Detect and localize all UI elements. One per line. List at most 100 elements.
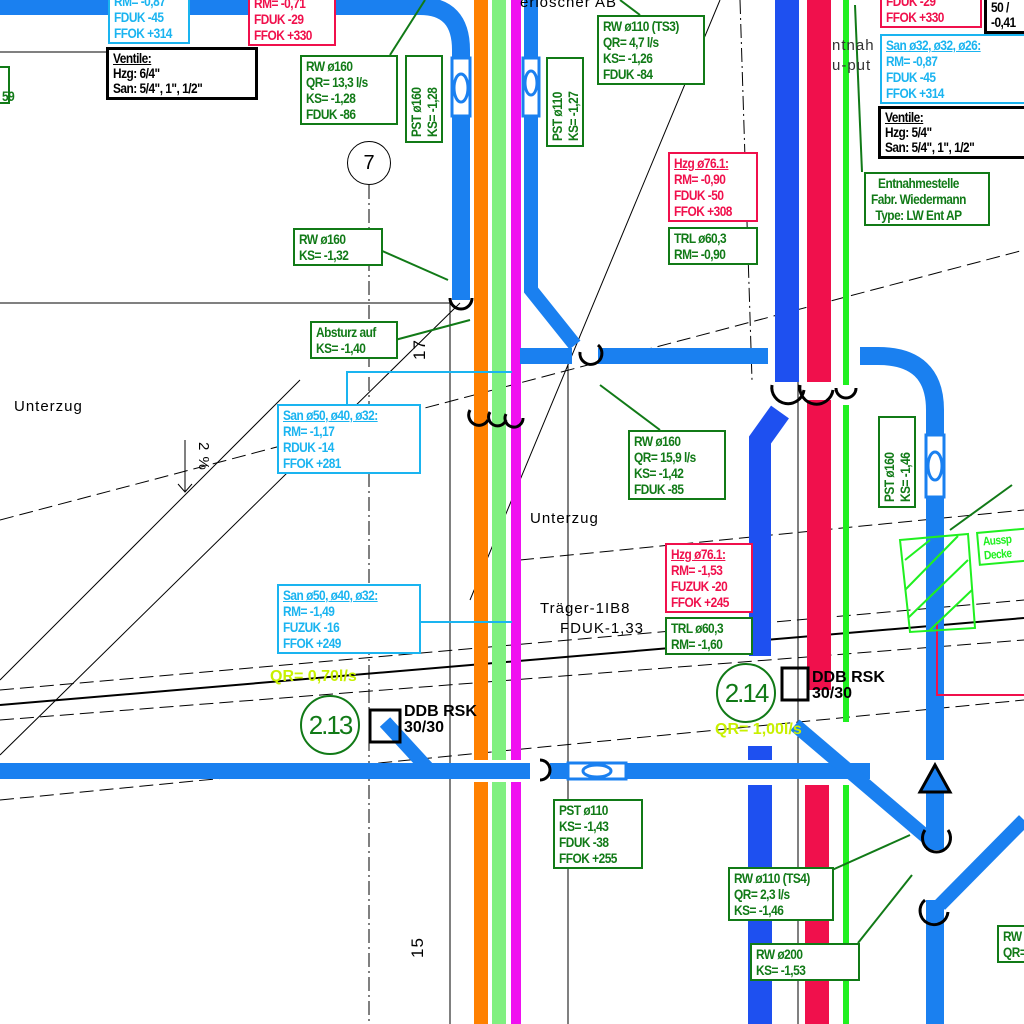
label-line: RM= -0,90 (674, 246, 726, 262)
label-line: FFOK +255 (559, 850, 617, 866)
label-line: FFOK +308 (674, 203, 732, 219)
label-line: San ø32, ø32, ø26: (886, 37, 981, 53)
girder-note: Träger-1IB8 (540, 600, 631, 617)
label-line: FUZUK -20 (671, 578, 728, 594)
label-line: KS= -1,42 (634, 465, 684, 481)
pst110-label-a: PST ø110 KS= -1,27 (546, 57, 584, 147)
axis-label-17: 17 (410, 339, 429, 360)
label-line: RM= -0,87 (886, 53, 938, 69)
label-line: RM= -1,60 (671, 636, 723, 652)
cleanout-fittings (450, 56, 946, 781)
label-line: FFOK +281 (283, 455, 341, 471)
label-line: FDUK -45 (114, 9, 164, 25)
label-line: KS= -1,46 (897, 452, 913, 502)
pst160-label-a: PST ø160 KS= -1,28 (405, 55, 443, 143)
label-line: RDUK -14 (283, 439, 334, 455)
label-line: 30/30 (404, 719, 445, 736)
beam-note-left: Unterzug (14, 398, 83, 415)
ventile-label-right: Ventile: Hzg: 5/4" San: 5/4", 1", 1/2" (878, 106, 1024, 159)
label-line: RW ø160 (634, 433, 681, 449)
pst160-label-b: PST ø160 KS= -1,46 (878, 416, 916, 508)
label-line: QR= 15,9 l/s (634, 449, 696, 465)
label-line: RM= -1,17 (283, 423, 335, 439)
label-line: Entnahmestelle (878, 175, 959, 191)
floor-drain-note-a: DDB RSK 30/30 (404, 704, 477, 736)
rain-pipe-right (860, 347, 944, 760)
axis-label-15: 15 (408, 937, 427, 958)
shaft-marker-213: 2.13 (300, 695, 360, 755)
label-line: 50 / (991, 0, 1009, 15)
shaft-label: 2.13 (308, 709, 354, 740)
label-line: FUZUK -16 (283, 619, 340, 635)
label-line: KS= -1,28 (306, 90, 356, 106)
label-line: FDUK -50 (674, 187, 724, 203)
label-line: DDB RSK (404, 703, 477, 720)
label-line: Ventile: (885, 109, 924, 125)
floor-drain-symbols (368, 666, 810, 744)
rain-pipe-ts3 (524, 0, 581, 350)
hzg761-label-a: Hzg ø76.1: RM= -0,90 FDUK -50 FFOK +308 (668, 152, 758, 222)
label-line: 30/30 (812, 685, 853, 702)
flow-rate-214: QR= 1,00l/s (715, 721, 802, 738)
label-line: KS= -1,43 (559, 818, 609, 834)
axis-marker-7: 7 (347, 141, 391, 185)
san-label-mid-b: San ø50, ø40, ø32: RM= -1,49 FUZUK -16 F… (277, 584, 421, 654)
label-line: FDUK -85 (634, 481, 684, 497)
label-line: QR= (1003, 944, 1024, 960)
label-line: PST ø110 (559, 802, 608, 818)
label-line: KS= -1,26 (603, 50, 653, 66)
hzg-label-top-right: FDUK -29 FFOK +330 (880, 0, 982, 28)
san-label-top-right: San ø32, ø32, ø26: RM= -0,87 FDUK -45 FF… (880, 34, 1024, 104)
label-line: KS= -1,53 (756, 962, 806, 978)
label-line: Fabr. Wiedermann (870, 191, 966, 207)
label-line: PST ø110 (549, 92, 565, 141)
label-line: KS= -1,32 (299, 247, 349, 263)
beam-note-mid: Unterzug (530, 510, 599, 527)
absturz-label: Absturz auf KS= -1,40 (310, 321, 398, 359)
rw160-label-b: RW ø160 KS= -1,32 (293, 228, 383, 266)
trl603-label-a: TRL ø60,3 RM= -0,90 (668, 227, 758, 265)
entnahmestelle-label: Entnahmestelle Fabr. Wiedermann Type: LW… (864, 172, 990, 226)
entnahme-background-text: ntnah u-put (832, 36, 875, 76)
label-line: FFOK +249 (283, 635, 341, 651)
label-line: RM= -0,71 (254, 0, 306, 11)
rw160-label-c: RW ø160 QR= 15,9 l/s KS= -1,42 FDUK -85 (628, 430, 726, 500)
rw110-ts3-label: RW ø110 (TS3) QR= 4,7 l/s KS= -1,26 FDUK… (597, 15, 705, 85)
girder-fduk-note: FDUK-1,33 (560, 620, 645, 637)
label-line: u-put (832, 57, 872, 74)
label-line: Hzg ø76.1: (671, 546, 726, 562)
label-line: Hzg: 5/4" (885, 124, 932, 140)
label-line: PST ø160 (881, 452, 897, 502)
label-line: FDUK -29 (886, 0, 936, 9)
label-line: RM= -1,49 (283, 603, 335, 619)
label-line: PST ø160 (408, 87, 424, 137)
shaft-marker-214: 2.14 (716, 663, 776, 723)
label-line: QR= 4,7 l/s (603, 34, 659, 50)
leader-arrows (379, 0, 1013, 944)
partial-label-left: 59 (0, 66, 15, 104)
aussparung-label: Aussp Decke (976, 525, 1024, 566)
san-label-top-left: RM= -0,87 FDUK -45 FFOK +314 (108, 0, 190, 44)
label-line: KS= -1,40 (316, 340, 366, 356)
label-line: TRL ø60,3 (671, 620, 724, 636)
label-line: RM= -0,90 (674, 171, 726, 187)
label-line: KS= -1,27 (565, 91, 581, 141)
black-label-top-right: 50 / -0,41 (984, 0, 1024, 34)
label-line: KS= -1,28 (424, 87, 440, 137)
label-line: FDUK -86 (306, 106, 356, 122)
label-line: FFOK +245 (671, 594, 729, 610)
rw160-label-a: RW ø160 QR= 13,3 l/s KS= -1,28 FDUK -86 (300, 55, 398, 125)
label-line: FDUK -29 (254, 11, 304, 27)
label-line: RW ø110 (TS4) (734, 870, 810, 886)
hzg-label-top-left: RM= -0,71 FDUK -29 FFOK +330 (248, 0, 336, 46)
label-line: FFOK +314 (886, 85, 944, 101)
label-line: QR= 13,3 l/s (306, 74, 368, 90)
label-line: Hzg: 6/4" (113, 65, 160, 81)
label-line: Absturz auf (316, 324, 376, 340)
label-line: Type: LW Ent AP (875, 207, 962, 223)
label-line: DDB RSK (812, 669, 885, 686)
label-line: FDUK -38 (559, 834, 609, 850)
partial-label-bottom-right: RW QR= (997, 925, 1024, 963)
